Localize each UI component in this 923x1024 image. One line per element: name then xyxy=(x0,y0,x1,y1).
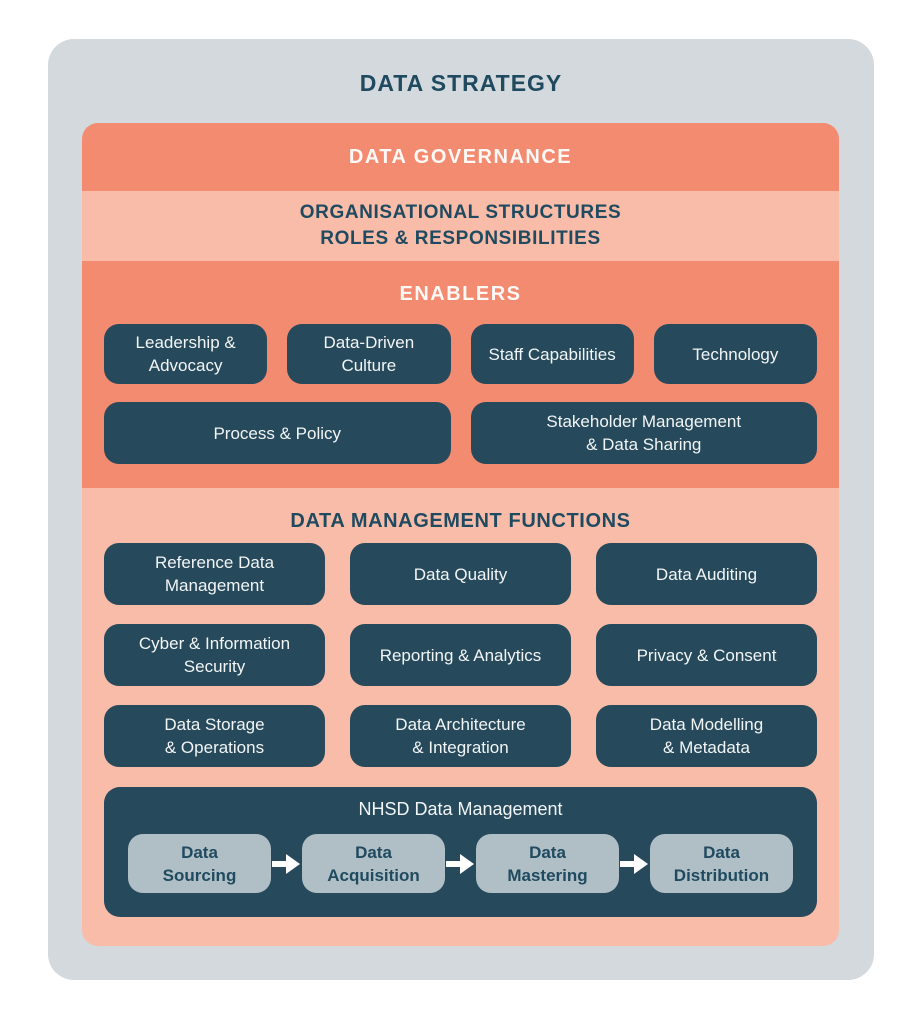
enabler-pill-staff-capabilities: Staff Capabilities xyxy=(470,324,634,384)
function-pill-cyber-information-security: Cyber & Information Security xyxy=(104,624,325,686)
enabler-pill-leadership-advocacy: Leadership & Advocacy xyxy=(104,324,268,384)
function-pill-privacy-consent: Privacy & Consent xyxy=(596,624,817,686)
outer-container: DATA STRATEGY DATA GOVERNANCE ORGANISATI… xyxy=(48,39,874,980)
enablers-row-1: Leadership & Advocacy Data-Driven Cultur… xyxy=(82,324,839,384)
organisational-band: ORGANISATIONAL STRUCTURES ROLES & RESPON… xyxy=(82,191,839,261)
enablers-title: ENABLERS xyxy=(399,283,522,305)
enabler-pill-technology: Technology xyxy=(653,324,817,384)
step-pill-data-mastering: Data Mastering xyxy=(476,834,619,893)
function-pill-reference-data-management: Reference Data Management xyxy=(104,543,325,605)
nhsd-data-management-box: NHSD Data Management Data Sourcing Data … xyxy=(104,787,817,917)
enablers-row-2: Process & Policy Stakeholder Management … xyxy=(82,402,839,464)
function-pill-reporting-analytics: Reporting & Analytics xyxy=(350,624,571,686)
function-pill-data-quality: Data Quality xyxy=(350,543,571,605)
nhsd-steps-row: Data Sourcing Data Acquisition xyxy=(104,834,817,893)
function-pill-data-storage-operations: Data Storage & Operations xyxy=(104,705,325,767)
function-pill-data-modelling-metadata: Data Modelling & Metadata xyxy=(596,705,817,767)
step-pill-data-acquisition: Data Acquisition xyxy=(302,834,445,893)
functions-band: DATA MANAGEMENT FUNCTIONS Reference Data… xyxy=(82,488,839,946)
strategy-stack: DATA GOVERNANCE ORGANISATIONAL STRUCTURE… xyxy=(82,123,839,946)
arrow-right-icon xyxy=(620,849,649,879)
step-pill-data-distribution: Data Distribution xyxy=(650,834,793,893)
governance-band: DATA GOVERNANCE xyxy=(82,123,839,191)
governance-label: DATA GOVERNANCE xyxy=(348,145,573,168)
function-pill-data-auditing: Data Auditing xyxy=(596,543,817,605)
diagram-title: DATA STRATEGY xyxy=(359,70,563,96)
enabler-pill-data-driven-culture: Data-Driven Culture xyxy=(287,324,451,384)
functions-grid: Reference Data Management Data Quality D… xyxy=(82,543,839,767)
arrow-right-icon xyxy=(272,849,301,879)
step-pill-data-sourcing: Data Sourcing xyxy=(128,834,271,893)
enabler-pill-process-policy: Process & Policy xyxy=(104,402,451,464)
enabler-pill-stakeholder-management: Stakeholder Management & Data Sharing xyxy=(470,402,817,464)
enablers-band: ENABLERS Leadership & Advocacy Data-Driv… xyxy=(82,261,839,488)
organisational-label: ORGANISATIONAL STRUCTURES ROLES & RESPON… xyxy=(299,202,622,249)
nhsd-title: NHSD Data Management xyxy=(358,799,563,819)
arrow-right-icon xyxy=(446,849,475,879)
function-pill-data-architecture-integration: Data Architecture & Integration xyxy=(350,705,571,767)
functions-title: DATA MANAGEMENT FUNCTIONS xyxy=(290,510,631,532)
